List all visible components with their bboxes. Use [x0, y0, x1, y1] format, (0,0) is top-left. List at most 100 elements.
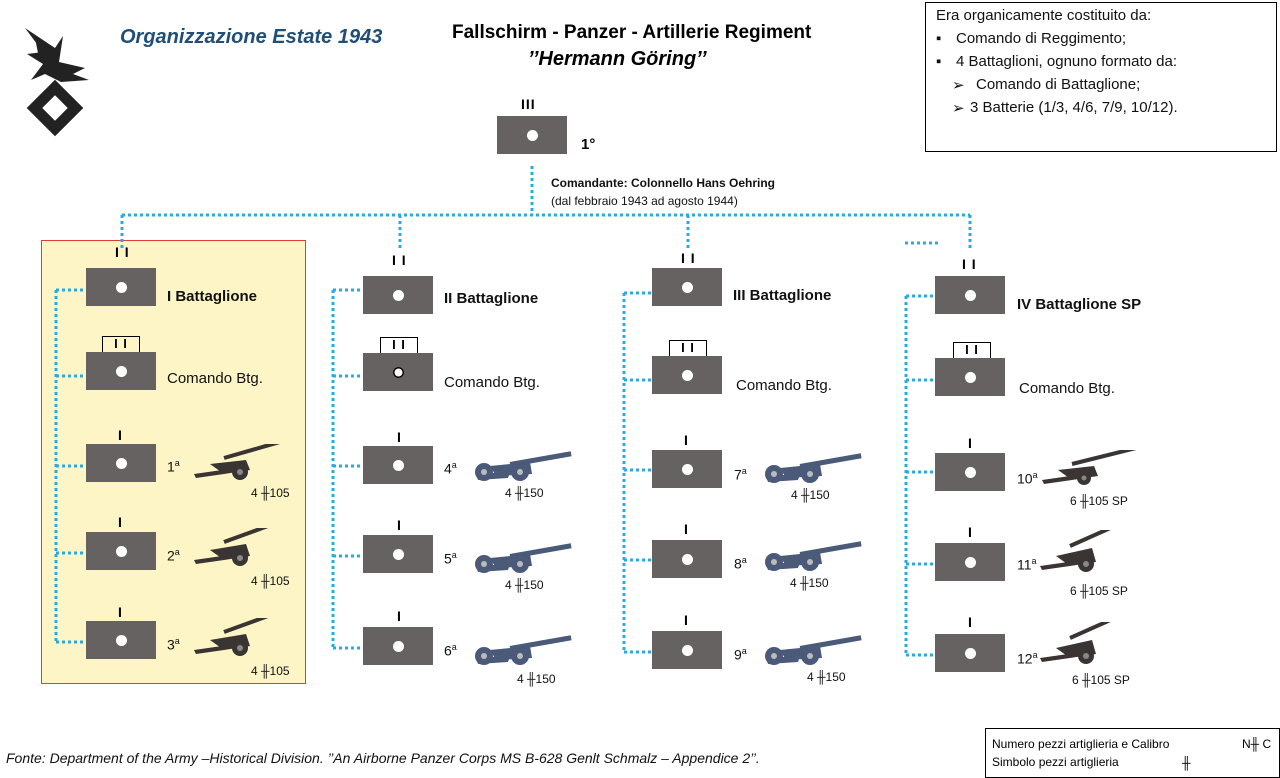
artillery-dot-icon — [116, 366, 127, 377]
hq-flag-icon: I I — [380, 337, 418, 353]
battalion-label: I Battaglione — [167, 288, 258, 305]
gun-symbol-icon: ╫ — [1080, 584, 1089, 598]
battery-echelon: I — [397, 429, 402, 445]
info-line-2: Comando di Reggimento; — [956, 30, 1127, 47]
artillery-dot-icon — [682, 464, 693, 475]
gun-symbol-icon: ╫ — [801, 488, 810, 502]
battalion-unit-symbol — [86, 268, 156, 306]
artillery-dot-icon — [116, 458, 127, 469]
organization-title: Organizzazione Estate 1943 — [120, 26, 383, 48]
gun-symbol-icon: ╫ — [800, 576, 809, 590]
composition-info-box: Era organicamente costituito da: ▪ Coman… — [925, 2, 1277, 152]
artillery-dot-icon — [965, 648, 976, 659]
hq-flag-icon: I I — [669, 340, 707, 356]
battery-echelon: I — [684, 432, 689, 448]
battery-echelon: I — [968, 435, 973, 451]
legend-symbol-1: N╫ C — [1242, 737, 1272, 751]
legend-box: Numero pezzi artiglieria e Calibro N╫ C … — [985, 728, 1280, 778]
dotted-connectors — [54, 166, 972, 657]
regiment-number: 1° — [581, 136, 596, 153]
info-line-3: 4 Battaglioni, ognuno formato da: — [956, 53, 1177, 70]
hq-echelon: I I — [681, 340, 695, 355]
hq-echelon: I I — [114, 336, 128, 351]
battery-unit-symbol — [86, 444, 156, 482]
hq-unit-symbol — [86, 352, 156, 390]
howitzer-150-icon — [475, 635, 572, 665]
gun-count-caliber: 6 ╫105 SP — [1070, 494, 1128, 508]
battery-echelon: I — [968, 524, 973, 540]
source-citation: Fonte: Department of the Army –Historica… — [6, 750, 760, 766]
howitzer-150-icon — [765, 541, 862, 571]
battalion-echelon: I I — [115, 244, 130, 260]
howitzer-105-sp-icon — [1040, 530, 1139, 572]
info-line-4: Comando di Battaglione; — [976, 76, 1141, 93]
gun-count-caliber: 4 ╫150 — [790, 576, 829, 590]
battery-echelon: I — [968, 614, 973, 630]
legend-line-1: Numero pezzi artiglieria e Calibro — [992, 737, 1170, 751]
battery-number: 8a — [734, 555, 747, 572]
regiment-echelon: III — [521, 96, 536, 112]
hq-unit-symbol — [363, 353, 433, 391]
battalion-label: III Battaglione — [733, 287, 832, 304]
battery-unit-symbol — [935, 543, 1005, 581]
arrow-bullet-icon: ➢ — [952, 77, 965, 94]
battery-number: 1a — [167, 458, 180, 475]
hq-unit-symbol — [652, 356, 722, 394]
hq-echelon: I I — [965, 342, 979, 357]
battery-unit-symbol — [652, 540, 722, 578]
hq-flag-icon: I I — [102, 336, 140, 352]
battery-echelon: I — [684, 521, 689, 537]
hq-label: Comando Btg. — [1019, 380, 1115, 397]
artillery-dot-icon — [393, 549, 404, 560]
battery-number: 4a — [444, 460, 457, 477]
regiment-unit-symbol — [497, 116, 567, 154]
gun-symbol-icon: ╫ — [515, 578, 524, 592]
hq-label: Comando Btg. — [444, 374, 540, 391]
battery-unit-symbol — [363, 446, 433, 484]
battalion-unit-symbol — [935, 276, 1005, 314]
battalion-echelon: I I — [681, 250, 696, 266]
battery-unit-symbol — [935, 453, 1005, 491]
hq-flag-icon: I I — [953, 342, 991, 358]
howitzer-150-icon — [475, 543, 572, 573]
artillery-dot-icon — [116, 282, 127, 293]
gun-symbol-icon: ╫ — [261, 574, 270, 588]
battery-unit-symbol — [935, 634, 1005, 672]
gun-symbol-icon: ╫ — [261, 664, 270, 678]
battery-unit-symbol — [363, 535, 433, 573]
square-bullet-icon: ▪ — [936, 53, 942, 70]
battery-unit-symbol — [652, 631, 722, 669]
gun-count-caliber: 4 ╫150 — [505, 486, 544, 500]
artillery-dot-icon — [682, 370, 693, 381]
gun-symbol-icon: ╫ — [261, 486, 270, 500]
battery-unit-symbol — [363, 627, 433, 665]
battalion-label: IV Battaglione SP — [1017, 296, 1142, 313]
battery-number: 7a — [734, 466, 747, 483]
howitzer-105-icon — [194, 444, 294, 480]
artillery-dot-icon — [682, 554, 693, 565]
artillery-dot-icon — [527, 130, 538, 141]
artillery-dot-icon — [965, 557, 976, 568]
hq-unit-symbol — [935, 358, 1005, 396]
battery-number: 6a — [444, 642, 457, 659]
gun-count-caliber: 4 ╫150 — [505, 578, 544, 592]
gun-count-caliber: 4 ╫150 — [807, 670, 846, 684]
hq-label: Comando Btg. — [736, 377, 832, 394]
gun-count-caliber: 6 ╫105 SP — [1072, 673, 1130, 687]
battalion-unit-symbol — [652, 268, 722, 306]
battery-number: 9a — [734, 646, 747, 663]
gun-symbol-icon: ╫ — [527, 672, 536, 686]
artillery-dot-icon — [116, 546, 127, 557]
gun-count-caliber: 4 ╫105 — [251, 486, 290, 500]
square-bullet-icon: ▪ — [936, 30, 942, 47]
hq-echelon: I I — [392, 337, 406, 352]
battery-number: 2a — [167, 547, 180, 564]
battalion-unit-symbol — [363, 276, 433, 314]
battery-echelon: I — [684, 612, 689, 628]
artillery-ring-icon — [393, 367, 404, 378]
gun-count-caliber: 4 ╫150 — [791, 488, 830, 502]
howitzer-150-icon — [765, 453, 862, 483]
howitzer-105-sp-icon — [1042, 450, 1143, 485]
commander-dates: (dal febbraio 1943 ad agosto 1944) — [551, 194, 738, 208]
